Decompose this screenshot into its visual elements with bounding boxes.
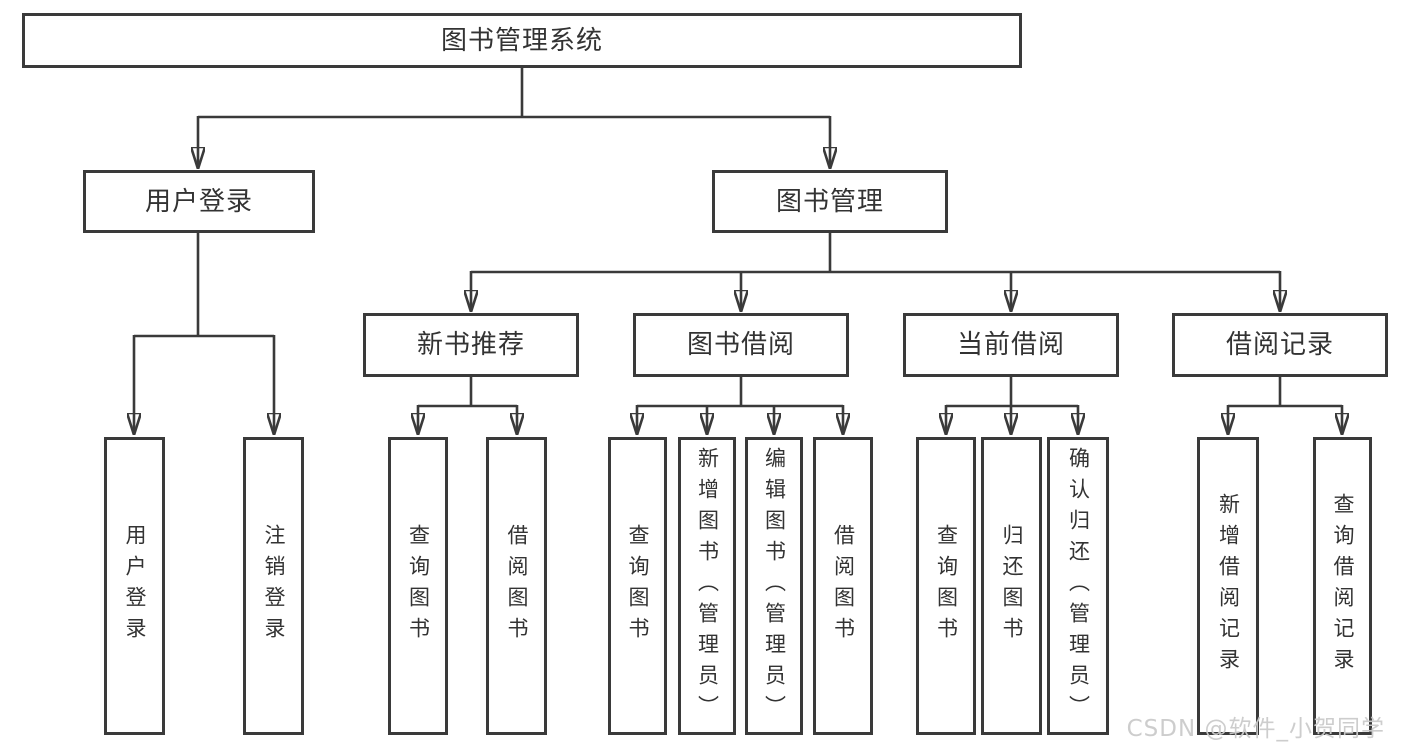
leaf-current-confirm-return-admin: 确认归还（管理员） xyxy=(1047,437,1109,735)
node-new-book-recommend: 新书推荐 xyxy=(363,313,579,377)
leaf-records-query-borrow-record: 查询借阅记录 xyxy=(1313,437,1372,735)
leaf-records-add-borrow-record: 新增借阅记录 xyxy=(1197,437,1259,735)
leaf-current-return-books: 归还图书 xyxy=(981,437,1042,735)
leaf-recommend-borrow-books: 借阅图书 xyxy=(486,437,547,735)
node-current-borrowing: 当前借阅 xyxy=(903,313,1119,377)
node-book-borrowing: 图书借阅 xyxy=(633,313,849,377)
leaf-borrowing-borrow-books: 借阅图书 xyxy=(813,437,873,735)
leaf-recommend-query-books: 查询图书 xyxy=(388,437,448,735)
node-borrow-records: 借阅记录 xyxy=(1172,313,1388,377)
node-user-login: 用户登录 xyxy=(83,170,315,233)
leaf-borrowing-add-books-admin: 新增图书（管理员） xyxy=(678,437,736,735)
watermark-text: CSDN @软件_小贺同学 xyxy=(1126,716,1385,742)
leaf-user-login: 用户登录 xyxy=(104,437,165,735)
node-library-management-system: 图书管理系统 xyxy=(22,13,1022,68)
leaf-logout-login: 注销登录 xyxy=(243,437,304,735)
leaf-current-query-books: 查询图书 xyxy=(916,437,976,735)
leaf-borrowing-query-books: 查询图书 xyxy=(608,437,667,735)
node-book-management: 图书管理 xyxy=(712,170,948,233)
leaf-borrowing-edit-books-admin: 编辑图书（管理员） xyxy=(745,437,803,735)
